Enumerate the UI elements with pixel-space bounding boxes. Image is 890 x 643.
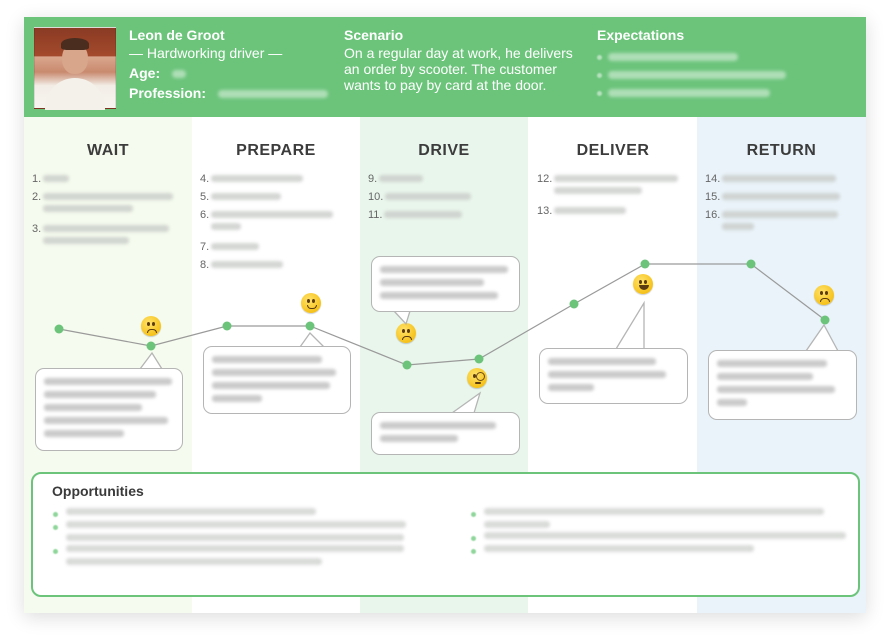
step-item: 14. — [705, 173, 837, 185]
opportunities-list-left — [53, 508, 406, 569]
step-item: 10. — [368, 191, 472, 203]
stage-title: DELIVER — [576, 142, 650, 159]
expectation-item — [597, 48, 837, 66]
opportunity-item — [471, 545, 846, 554]
confused-face-icon — [814, 285, 834, 305]
opportunities-panel: Opportunities — [31, 472, 860, 597]
smiling-face-icon — [301, 293, 321, 313]
step-item: 11. — [368, 209, 463, 221]
stage-title: WAIT — [87, 142, 129, 159]
step-item: 13. — [537, 205, 627, 217]
step-item: 7. — [200, 241, 260, 253]
step-item: 4. — [200, 173, 304, 185]
opportunity-item — [53, 508, 406, 517]
monocle-face-icon — [467, 368, 487, 388]
age-value-redacted — [172, 70, 187, 79]
step-item: 8. — [200, 259, 284, 271]
persona-header: Leon de Groot — Hardworking driver — Age… — [24, 17, 866, 117]
persona-name: Leon de Groot — [129, 27, 225, 43]
stage-title: RETURN — [746, 142, 817, 159]
confused-face-icon — [141, 316, 161, 336]
persona-role: — Hardworking driver — — [129, 45, 283, 61]
quote-bubble — [539, 348, 688, 404]
opportunity-item — [53, 545, 406, 565]
expectation-item — [597, 66, 837, 84]
step-item: 6. — [200, 209, 334, 230]
confused-face-icon — [396, 323, 416, 343]
expectation-item — [597, 84, 837, 102]
step-item: 1. — [32, 173, 70, 185]
step-item: 5. — [200, 191, 282, 203]
quote-bubble — [35, 368, 183, 451]
expectations-block: Expectations — [597, 27, 837, 102]
step-item: 9. — [368, 173, 424, 185]
scenario-block: Scenario On a regular day at work, he de… — [344, 27, 589, 93]
profession-value-redacted — [217, 90, 328, 99]
scenario-title: Scenario — [344, 27, 404, 43]
stage-title: DRIVE — [418, 142, 470, 159]
grinning-face-icon — [633, 274, 653, 294]
quote-bubble — [371, 412, 520, 455]
opportunities-title: Opportunities — [52, 483, 144, 499]
opportunity-item — [53, 521, 406, 541]
opportunity-item — [471, 508, 846, 528]
stage-title: PREPARE — [236, 142, 316, 159]
expectations-list — [597, 48, 837, 102]
scenario-text: On a regular day at work, he delivers an… — [344, 45, 573, 93]
step-item: 16. — [705, 209, 839, 230]
persona-profession: Profession: — [129, 83, 329, 103]
step-item: 2. — [32, 191, 174, 212]
age-label: Age: — [129, 65, 161, 81]
persona-info: Leon de Groot — Hardworking driver — Age… — [129, 27, 329, 103]
quote-bubble — [203, 346, 351, 414]
persona-photo — [34, 27, 116, 110]
step-item: 15. — [705, 191, 841, 203]
persona-age: Age: — [129, 63, 329, 83]
opportunity-item — [471, 532, 846, 541]
step-item: 3. — [32, 223, 170, 244]
opportunities-list-right — [471, 508, 846, 558]
profession-label: Profession: — [129, 85, 207, 101]
step-item: 12. — [537, 173, 679, 194]
customer-journey-map: Leon de Groot — Hardworking driver — Age… — [24, 17, 866, 613]
quote-bubble — [371, 256, 520, 312]
quote-bubble — [708, 350, 857, 420]
expectations-title: Expectations — [597, 27, 685, 43]
